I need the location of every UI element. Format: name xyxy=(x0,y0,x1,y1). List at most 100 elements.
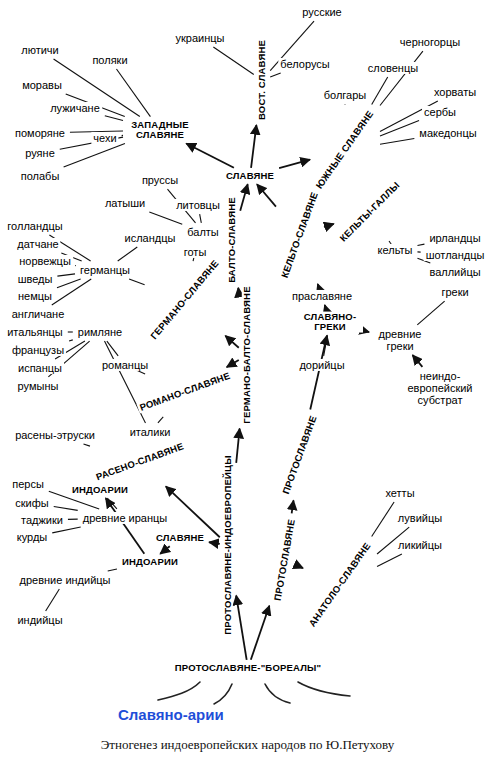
node-text: норвежцы xyxy=(19,255,71,267)
root-line xyxy=(265,684,290,703)
people-label: древние иранцы xyxy=(81,512,170,524)
stage-arrow xyxy=(413,355,423,367)
node-text: ПРОТОСЛАВЯНЕ xyxy=(280,414,319,495)
branch-line xyxy=(417,301,444,325)
group-label: ГЕРМАНО-БАЛТО-СЛАВЯНЕ xyxy=(242,284,252,425)
node-text: англичане xyxy=(12,308,65,320)
node-text: литовцы xyxy=(176,199,220,211)
group-label: СЛАВЯНО-ГРЕКИ xyxy=(297,312,363,333)
group-label: ГЕРМАНО-СЛАВЯНЕ xyxy=(148,257,223,343)
stage-arrow xyxy=(236,429,239,463)
people-label: немцы xyxy=(16,290,54,302)
node-text: белорусы xyxy=(280,58,329,70)
node-text: дорийцы xyxy=(299,359,344,371)
node-text: лютичи xyxy=(21,44,59,56)
node-text: ПРОТОСЛАВЯНЕ-"БОРЕАЛЫ" xyxy=(175,662,322,673)
branch-line xyxy=(46,589,60,611)
group-label: ЮЖНЫЕ СЛАВЯНЕ xyxy=(313,107,377,192)
node-text: валлийцы xyxy=(429,266,480,278)
branch-line xyxy=(129,279,144,285)
people-label: валлийцы xyxy=(427,266,482,278)
branch-line xyxy=(372,77,388,104)
node-text: КЕЛЬТЫ-ГАЛЛЫ xyxy=(337,179,401,243)
node-text: французы xyxy=(12,344,64,356)
node-text: датчане xyxy=(17,238,58,250)
people-label: исландцы xyxy=(123,232,178,244)
node-text: латыши xyxy=(105,197,145,209)
group-label: СЛАВЯНЕ xyxy=(224,171,276,181)
stage-arrow xyxy=(160,546,169,554)
branch-line xyxy=(105,116,123,121)
people-label: ирландцы xyxy=(427,232,482,244)
people-label: македонцы xyxy=(417,127,478,139)
people-label: чехи xyxy=(91,132,118,144)
node-text: РАСЕНО-СЛАВЯНЕ xyxy=(94,440,185,482)
node-text: романцы xyxy=(102,359,148,371)
branch-line xyxy=(57,279,81,288)
people-label: праславяне xyxy=(290,290,354,302)
root-line xyxy=(158,682,200,700)
branch-line xyxy=(68,331,73,332)
node-text: чехи xyxy=(93,132,116,144)
group-label: ИНДОАРИИ xyxy=(70,485,130,495)
people-label: пруссы xyxy=(140,174,180,186)
branch-line xyxy=(223,237,224,238)
people-label: румыны xyxy=(16,380,61,392)
node-text: АНАТОЛО-СЛАВЯНЕ xyxy=(306,541,372,629)
people-label: лютичи xyxy=(19,44,61,56)
people-label: кельты xyxy=(376,244,415,256)
stage-arrow xyxy=(325,305,326,309)
node-text: сербы xyxy=(424,106,456,118)
node-text: немцы xyxy=(18,290,52,302)
stage-arrow xyxy=(240,184,247,211)
node-text: поляки xyxy=(92,54,127,66)
branch-line xyxy=(149,212,182,224)
node-text: моравы xyxy=(22,79,62,91)
people-label: голландцы xyxy=(5,220,64,232)
branch-line xyxy=(83,444,89,446)
group-label: ЗАПАДНЫЕ СЛАВЯНЕ xyxy=(126,120,194,141)
node-text: поморяне xyxy=(15,127,65,139)
group-label: РАСЕНО-СЛАВЯНЕ xyxy=(93,441,187,484)
node-text: СЛАВЯНО-ГРЕКИ xyxy=(304,311,357,332)
branch-line xyxy=(118,247,138,261)
stage-arrow xyxy=(237,288,239,292)
people-label: датчане xyxy=(15,238,60,250)
node-text: руяне xyxy=(25,147,55,159)
people-label: испанцы xyxy=(16,362,64,374)
node-text: ГЕРМАНО-СЛАВЯНЕ xyxy=(148,258,221,342)
branch-line xyxy=(200,214,202,223)
group-label: БАЛТО-СЛАВЯНЕ xyxy=(227,195,237,285)
node-text: персы xyxy=(12,478,44,490)
people-label: англичане xyxy=(10,308,67,320)
people-label: белорусы xyxy=(278,58,331,70)
stage-arrow xyxy=(209,542,220,544)
node-text: германцы xyxy=(80,264,130,276)
node-text: италики xyxy=(130,426,171,438)
branch-line xyxy=(74,265,76,266)
branch-line xyxy=(380,120,419,136)
group-label: РОМАНО-СЛАВЯНЕ xyxy=(137,370,234,414)
node-text: ирландцы xyxy=(429,232,480,244)
node-text: балты xyxy=(187,226,219,238)
people-label: индийцы xyxy=(15,614,64,626)
node-text: ПРОТОСЛАВЯНЕ-ИНДОЕВРОПЕЙЦЫ xyxy=(222,455,233,634)
stage-arrow xyxy=(324,224,334,227)
people-label: скифы xyxy=(13,497,50,509)
people-label: неиндо-европейский субстрат xyxy=(399,370,481,406)
group-label: АНАТОЛО-СЛАВЯНЕ xyxy=(306,539,374,630)
people-label: ликийцы xyxy=(396,539,444,551)
node-text: кельты xyxy=(378,244,413,256)
node-text: хетты xyxy=(385,487,414,499)
root-line xyxy=(214,684,232,704)
branch-line xyxy=(64,143,125,167)
branch-line xyxy=(107,341,118,356)
people-label: таджики xyxy=(19,514,65,526)
node-text: древние греки xyxy=(379,328,422,352)
people-label: шотландцы xyxy=(424,249,487,261)
branch-line xyxy=(377,554,402,566)
stage-arrow xyxy=(279,160,310,168)
branch-line xyxy=(52,279,91,305)
node-text: римляне xyxy=(78,326,122,338)
people-label: расены-этруски xyxy=(13,429,97,441)
